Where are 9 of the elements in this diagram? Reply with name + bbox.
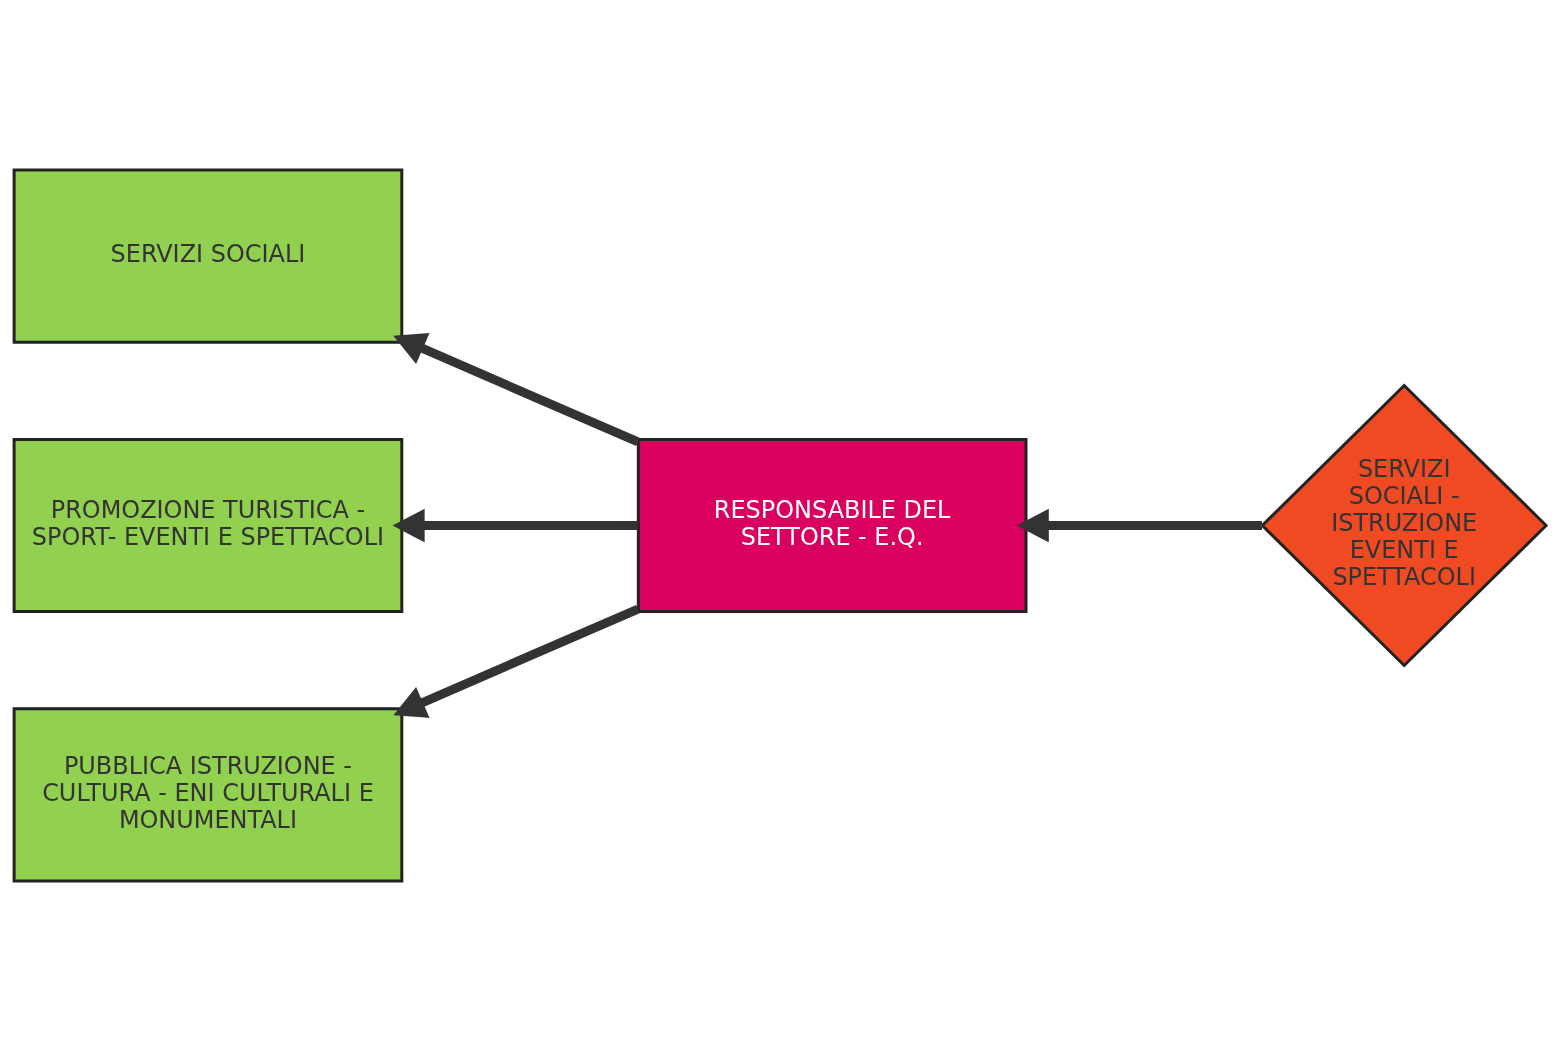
arrow (393, 604, 640, 718)
arrow (392, 508, 638, 543)
node-box: PUBBLICA ISTRUZIONE - CULTURA - ENI CULTURALI E MONUMENTALI (12, 707, 404, 883)
arrow (393, 333, 640, 447)
node-box: SERVIZI SOCIALI (12, 168, 404, 344)
node-box: PROMOZIONE TURISTICA - SPORT- EVENTI E SPETTACOLI (12, 437, 404, 614)
arrow (1016, 508, 1263, 543)
node-box: RESPONSABILE DEL SETTORE - E.Q. (636, 437, 1028, 614)
node-diamond: SERVIZI SOCIALI - ISTRUZIONE EVENTI E SPETTACOLI (1260, 383, 1549, 668)
